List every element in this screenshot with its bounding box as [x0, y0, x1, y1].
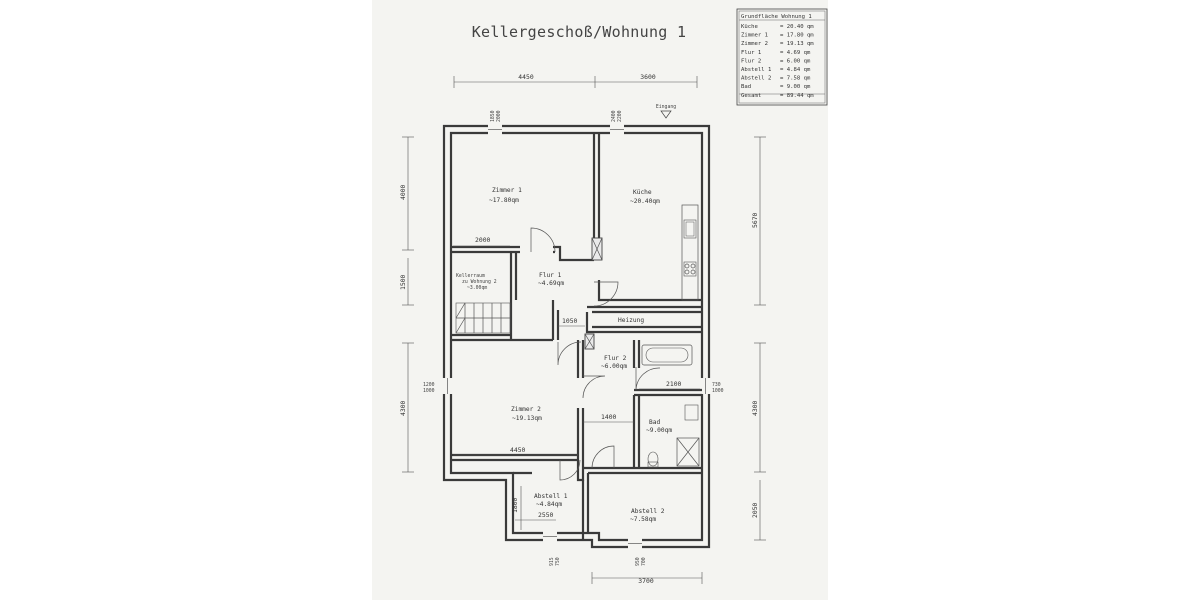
legend-row-name: Gesamt — [741, 93, 761, 99]
dim-flur-width: 1050 — [562, 317, 578, 325]
dim-left-top: 4000 — [399, 184, 407, 200]
dim-top-right: 3600 — [640, 73, 656, 81]
legend-row-value: = 17.80 qm — [780, 33, 814, 39]
room-zimmer1-area: ~17.80qm — [489, 197, 519, 204]
interior-walls — [451, 133, 702, 540]
room-heizung-name: Heizung — [618, 317, 644, 324]
dim-window-right-b: 1000 — [712, 388, 724, 394]
room-bad-area: ~9.00qm — [646, 427, 672, 434]
room-abstell2-area: ~7.58qm — [630, 516, 656, 523]
dim-window-top-right-b: 2200 — [617, 110, 623, 122]
room-flur2-area: ~6.00qm — [601, 363, 627, 370]
dim-window-left-b: 1000 — [423, 388, 435, 394]
entrance-marker: Eingang — [656, 104, 676, 119]
dim-abstell1-height: 1800 — [511, 497, 519, 513]
room-zimmer2-area: ~19.13qm — [512, 415, 542, 422]
dim-left-bottom: 4300 — [399, 400, 407, 416]
dim-window-bottom-left: 915 — [549, 557, 555, 566]
interior-dimensions: 2000 1050 2100 1400 4450 2550 1800 — [453, 236, 700, 530]
area-legend: Grundfläche Wohnung 1 Küche = 20.40 qm Zim… — [736, 8, 828, 106]
entrance-label: Eingang — [656, 104, 676, 110]
legend-row-value: = 9.00 qm — [780, 84, 811, 90]
room-flur2-name: Flur 2 — [604, 355, 627, 362]
legend-row-name: Bad — [741, 84, 751, 90]
dim-window-bottom-right: 950 — [635, 557, 641, 566]
room-keller-name2: zu Wohnung 2 — [462, 279, 497, 285]
room-kueche-area: ~20.40qm — [630, 198, 660, 205]
dim-window-top-left: 1850 — [490, 110, 496, 122]
top-dimensions: 4450 3600 — [453, 73, 698, 88]
dim-right-bottom: 2050 — [751, 502, 759, 518]
dim-window-top-right: 2400 — [611, 110, 617, 122]
outer-walls — [442, 124, 711, 549]
legend-row-value: = 20.40 qm — [780, 24, 814, 30]
stairs — [455, 302, 511, 334]
dim-top-left: 4450 — [518, 73, 534, 81]
dim-window-top-left-b: 2000 — [496, 110, 502, 122]
dim-abstell2-width: 3700 — [638, 577, 654, 585]
room-zimmer1-name: Zimmer 1 — [492, 187, 522, 194]
legend-row-name: Flur 2 — [741, 58, 761, 64]
dim-window-bottom-right-b: 700 — [641, 557, 647, 566]
legend-row-name: Zimmer 1 — [741, 33, 768, 39]
bottom-dimensions: 915 750 950 700 3700 — [549, 557, 703, 585]
room-kueche-name: Küche — [633, 189, 652, 196]
legend-row-name: Küche — [741, 24, 758, 30]
room-labels: Zimmer 1 ~17.80qm Küche ~20.40qm Flur 1 … — [456, 187, 672, 523]
dim-window-bottom-left-b: 750 — [555, 557, 561, 566]
room-abstell2-name: Abstell 2 — [631, 508, 665, 515]
kitchen-counter — [681, 204, 699, 301]
plan-title: Kellergeschoß/Wohnung 1 — [472, 23, 687, 41]
doors — [530, 227, 661, 481]
room-flur1-area: ~4.69qm — [538, 280, 564, 287]
legend-row-name: Abstell 1 — [741, 67, 771, 73]
floor-plan: Kellergeschoß/Wohnung 1 Grundfläche Wohn… — [399, 8, 828, 585]
room-abstell1-name: Abstell 1 — [534, 493, 568, 500]
room-keller-area: ~3.00qm — [467, 285, 487, 291]
room-flur1-name: Flur 1 — [539, 272, 562, 279]
drawing-sheet: Kellergeschoß/Wohnung 1 Grundfläche Wohn… — [372, 0, 828, 600]
room-keller-name: Kellerraum — [456, 273, 485, 279]
dim-flur2-width: 1400 — [601, 413, 617, 421]
dim-window-right: 730 — [712, 382, 721, 388]
dim-zimmer2-width: 4450 — [510, 446, 526, 454]
legend-header: Grundfläche Wohnung 1 — [741, 14, 812, 20]
legend-row-value: = 7.58 qm — [780, 76, 811, 82]
dim-right-mid: 4300 — [751, 400, 759, 416]
legend-row-name: Flur 1 — [741, 50, 761, 56]
dim-window-left: 1200 — [423, 382, 435, 388]
right-dimensions: 5670 4300 2050 730 1000 — [712, 136, 766, 541]
bathroom-fixtures — [641, 344, 700, 468]
dim-zimmer1-inner: 2000 — [475, 236, 491, 244]
dim-left-mid: 1500 — [399, 274, 407, 290]
legend-row-name: Zimmer 2 — [741, 41, 768, 47]
dim-abstell1-width: 2550 — [538, 511, 554, 519]
legend-row-value: = 6.00 qm — [780, 58, 811, 64]
legend-row-value: = 4.69 qm — [780, 50, 811, 56]
legend-row-value: = 4.84 qm — [780, 67, 811, 73]
legend-row-value: = 19.13 qm — [780, 41, 814, 47]
legend-row-value: = 89.44 qm — [780, 93, 814, 99]
room-bad-name: Bad — [649, 419, 660, 426]
room-abstell1-area: ~4.84qm — [536, 501, 562, 508]
legend-row-name: Abstell 2 — [741, 76, 771, 82]
left-dimensions: 4000 1500 4300 1200 1000 — [399, 136, 435, 473]
dim-bad-top: 2100 — [666, 380, 682, 388]
room-zimmer2-name: Zimmer 2 — [511, 406, 541, 413]
dim-right-top: 5670 — [751, 212, 759, 228]
